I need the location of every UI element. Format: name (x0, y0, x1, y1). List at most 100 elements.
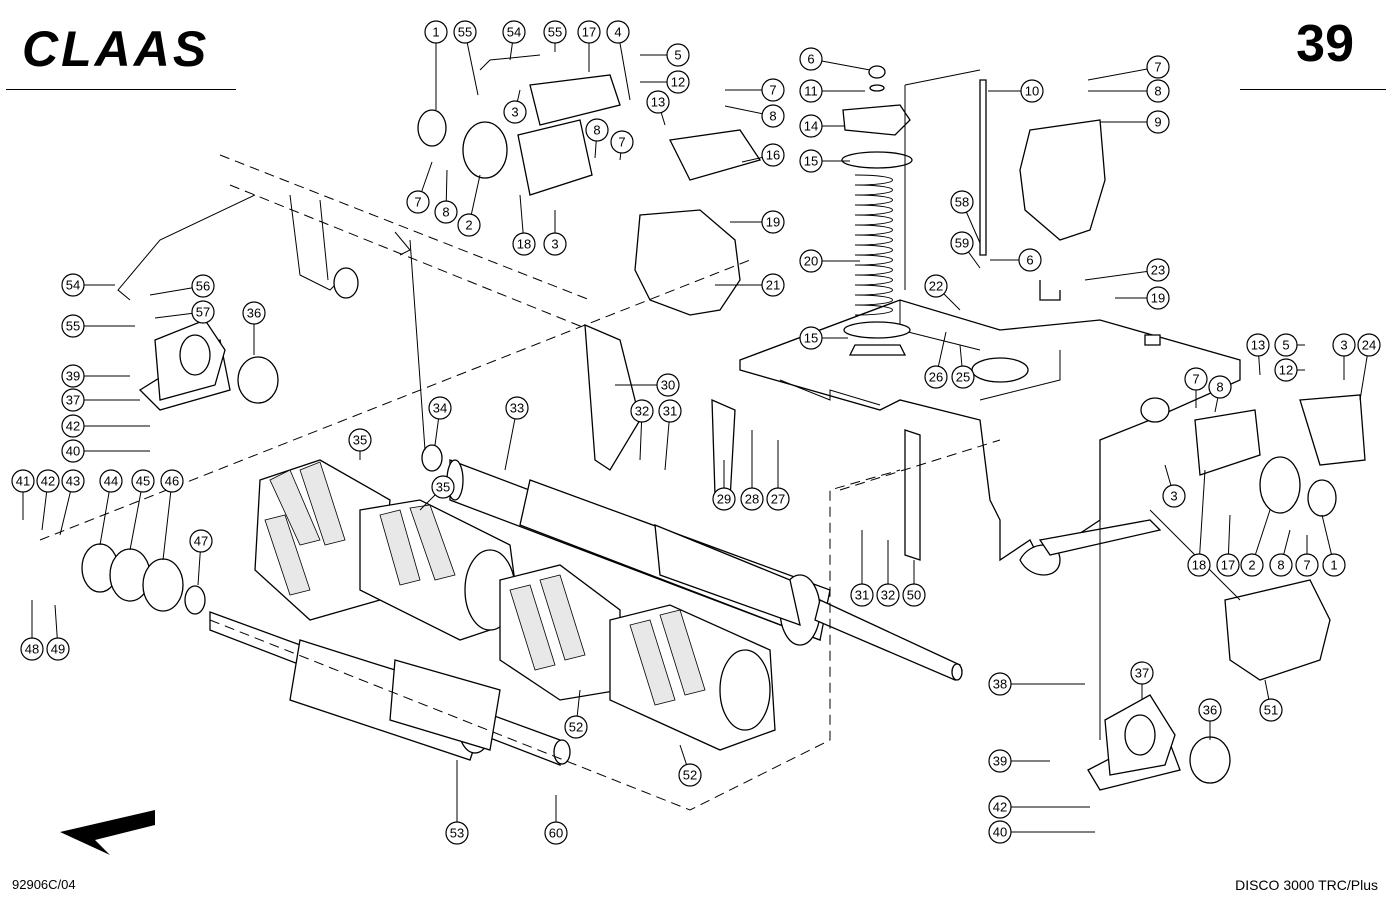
callout-8: 8 (434, 200, 458, 224)
callout-55: 55 (453, 20, 477, 44)
callout-number: 18 (1192, 558, 1206, 573)
pillow-block-left (138, 319, 279, 411)
callout-circle (799, 47, 823, 71)
callout-31: 31 (658, 399, 682, 423)
callout-circle (424, 20, 448, 44)
callout-15: 15 (799, 326, 823, 350)
callout-circle (924, 274, 948, 298)
callout-circle (610, 130, 634, 154)
callout-50: 50 (902, 583, 926, 607)
callout-circle (160, 469, 184, 493)
callout-circle (1269, 553, 1293, 577)
callout-number: 17 (582, 25, 596, 40)
callout-circle (544, 821, 568, 845)
callout-13: 13 (1246, 333, 1270, 357)
callout-number: 1 (1330, 558, 1337, 573)
ring-47 (184, 585, 206, 615)
callout-circle (1146, 55, 1170, 79)
callout-number: 41 (16, 474, 30, 489)
callout-45: 45 (131, 469, 155, 493)
callout-number: 8 (1154, 84, 1161, 99)
callout-7: 7 (1146, 55, 1170, 79)
callout-number: 47 (194, 534, 208, 549)
callout-7: 7 (761, 78, 785, 102)
callout-number: 33 (510, 401, 524, 416)
callout-circle (761, 143, 785, 167)
callout-number: 35 (436, 480, 450, 495)
callout-circle (1240, 553, 1264, 577)
callout-circle (666, 43, 690, 67)
callout-circle (1020, 79, 1044, 103)
callout-9: 9 (1146, 110, 1170, 134)
callout-38: 38 (988, 672, 1012, 696)
callout-number: 55 (458, 25, 472, 40)
callout-leader (1198, 469, 1206, 566)
callout-circle (1146, 110, 1170, 134)
callout-circle (189, 529, 213, 553)
callout-1: 1 (424, 20, 448, 44)
callout-circle (766, 487, 790, 511)
callout-3: 3 (1332, 333, 1356, 357)
frame-bushing (333, 267, 359, 299)
callout-circle (658, 399, 682, 423)
callout-18: 18 (1187, 553, 1211, 577)
callout-number: 3 (1340, 338, 1347, 353)
callout-number: 15 (804, 154, 818, 169)
callout-number: 50 (907, 588, 921, 603)
callout-number: 58 (955, 195, 969, 210)
callout-29: 29 (712, 487, 736, 511)
callout-number: 39 (993, 754, 1007, 769)
claas-logo: CLAAS (22, 22, 206, 72)
threaded-rod (979, 79, 987, 256)
callout-circle (1274, 358, 1298, 382)
callout-circle (457, 213, 481, 237)
callout-18: 18 (512, 232, 536, 256)
callout-7: 7 (406, 190, 430, 214)
callout-number: 42 (41, 474, 55, 489)
callout-circle (799, 249, 823, 273)
callout-circle (630, 399, 654, 423)
callout-number: 35 (353, 433, 367, 448)
model-name: DISCO 3000 TRC/Plus (1235, 877, 1378, 893)
callout-39: 39 (988, 749, 1012, 773)
callout-circle (1162, 484, 1186, 508)
header-rule-right (1240, 89, 1386, 90)
callout-39: 39 (61, 364, 85, 388)
callout-circle (543, 20, 567, 44)
callout-3: 3 (1162, 484, 1186, 508)
callout-6: 6 (799, 47, 823, 71)
callout-circle (20, 637, 44, 661)
callout-36: 36 (242, 301, 266, 325)
bearing-bracket-24 (1299, 394, 1366, 466)
callout-4: 4 (606, 20, 630, 44)
callout-circle (1198, 698, 1222, 722)
callout-circle (1357, 333, 1381, 357)
linkage-rod-54 (117, 194, 256, 301)
callout-number: 54 (507, 25, 521, 40)
callout-circle (242, 301, 266, 325)
callout-circle (445, 821, 469, 845)
callout-circle (585, 118, 609, 142)
callout-number: 7 (769, 83, 776, 98)
callout-circle (453, 20, 477, 44)
callout-number: 37 (1135, 666, 1149, 681)
roller-sleeve-upper (654, 523, 801, 627)
callout-number: 2 (1248, 558, 1255, 573)
callout-55: 55 (61, 314, 85, 338)
callout-circle (1018, 248, 1042, 272)
callout-circle (876, 583, 900, 607)
callout-circle (1246, 333, 1270, 357)
callout-55: 55 (543, 20, 567, 44)
callout-circle (1184, 367, 1208, 391)
callout-23: 23 (1146, 258, 1170, 282)
callout-32: 32 (876, 583, 900, 607)
callout-42: 42 (988, 795, 1012, 819)
callout-circle (131, 469, 155, 493)
callout-number: 1 (432, 25, 439, 40)
callout-5: 5 (1274, 333, 1298, 357)
callout-8: 8 (761, 104, 785, 128)
callout-circle (761, 78, 785, 102)
callout-number: 20 (804, 254, 818, 269)
